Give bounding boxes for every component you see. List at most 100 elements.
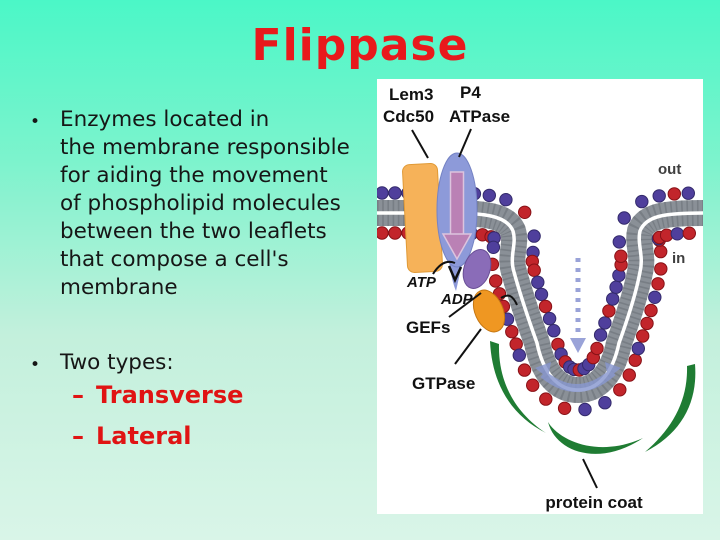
lipid-head-blue: [375, 186, 389, 200]
text-line: Enzymes located in: [60, 107, 270, 132]
lipid-head-red: [590, 341, 604, 356]
lipid-head-blue: [598, 396, 612, 410]
lipid-head-red: [526, 378, 540, 392]
lipid-head-blue: [527, 229, 541, 243]
lipid-head-blue: [499, 193, 513, 207]
text-line: of phospholipid molecules: [60, 191, 341, 216]
text-line: the membrane responsible: [60, 135, 350, 160]
lipid-head-red: [613, 383, 627, 397]
text-line: between the two leaflets: [60, 219, 327, 244]
bullet-marker: •: [30, 112, 41, 132]
bullet-2-text: Two types:: [60, 350, 174, 375]
lipid-head-red: [654, 262, 668, 276]
sub-bullet-transverse: –Transverse: [72, 381, 243, 409]
lipid-head-blue: [388, 186, 402, 200]
lipid-head-red: [489, 274, 503, 288]
lipid-head-red: [622, 368, 636, 382]
lipid-head-blue: [631, 341, 645, 356]
label-cdc50: Cdc50: [383, 107, 434, 126]
lipid-head-red: [602, 304, 616, 318]
lipid-head-blue: [593, 328, 608, 342]
lipid-head-red: [682, 226, 696, 240]
lipid-head-blue: [531, 275, 545, 289]
protein-coat-pointer-line: [582, 458, 598, 489]
dash-marker: –: [72, 381, 84, 409]
label-lem3: Lem3: [389, 85, 433, 104]
gef-blob: [472, 289, 506, 333]
sub-bullet-lateral: –Lateral: [72, 422, 243, 450]
lipid-head-red: [375, 226, 389, 240]
lipid-head-red: [654, 244, 668, 259]
lipid-head-blue: [542, 311, 557, 326]
bullet-1-text: Enzymes located in the membrane responsib…: [60, 106, 372, 302]
lipid-head-blue: [670, 227, 684, 241]
label-in: in: [672, 250, 685, 267]
lipid-head-blue: [598, 316, 612, 330]
flip-down-arrow: [441, 171, 473, 261]
lipid-head-red: [667, 187, 681, 201]
lipid-head-blue: [635, 194, 649, 209]
flippase-membrane-diagram: Lem3 Cdc50 P4 ATPase out in ATP ADP GEFs…: [375, 83, 704, 512]
lipid-head-red: [505, 325, 519, 339]
label-atpase: ATPase: [449, 107, 510, 126]
lipid-head-blue: [534, 287, 549, 302]
text-line: for aiding the movement: [60, 163, 328, 188]
lipid-head-blue: [617, 211, 631, 225]
gtpase-pointer-line: [454, 328, 482, 365]
lipid-head-blue: [652, 189, 666, 203]
lipid-head-red: [640, 316, 654, 331]
lipid-head-red: [614, 249, 628, 263]
lipid-head-blue: [648, 290, 662, 304]
atp-adp-arc: [432, 260, 456, 275]
gefs-pointer-line: [448, 292, 482, 318]
atp-adp-arrowhead: [447, 265, 463, 284]
lipid-head-blue: [578, 402, 592, 417]
lipid-head-blue: [681, 186, 695, 200]
budding-direction-arrow: [570, 258, 586, 353]
label-out: out: [658, 161, 681, 178]
text-line: that compose a cell's: [60, 247, 289, 272]
lipid-head-red: [388, 226, 402, 240]
coat-crescent-left: [490, 341, 546, 433]
lipid-head-red: [628, 353, 642, 367]
lipid-head-red: [651, 277, 665, 291]
lipid-head-red: [538, 299, 553, 314]
lipid-head-red: [517, 363, 532, 377]
lipid-head-red: [636, 329, 650, 343]
lipid-head-blue: [609, 280, 623, 294]
lipid-flip-arrow: [535, 362, 621, 392]
lipid-head-red: [509, 337, 523, 351]
label-p4: P4: [460, 83, 481, 102]
sub-bullet-list: –Transverse –Lateral: [72, 381, 243, 463]
membrane-diagram-panel: Lem3 Cdc50 P4 ATPase out in ATP ADP GEFs…: [375, 79, 704, 514]
lipid-head-blue: [482, 188, 496, 203]
lipid-head-red: [644, 303, 658, 318]
gtpase-blob: [462, 249, 492, 289]
lipid-head-blue: [486, 240, 501, 255]
text-line: membrane: [60, 275, 178, 300]
bullet-marker: •: [30, 355, 41, 375]
page-title: Flippase: [251, 20, 469, 71]
dash-marker: –: [72, 422, 84, 450]
protein-coat-crescents: [490, 341, 696, 454]
lipid-head-red: [539, 392, 553, 406]
cdc50-pointer-line: [411, 129, 429, 159]
label-gtpase: GTPase: [412, 374, 475, 393]
atpase-pointer-line: [458, 128, 472, 158]
p4-atpase-protein: [436, 152, 478, 291]
label-adp: ADP: [440, 291, 474, 308]
coat-crescent-right: [645, 364, 696, 452]
label-protein-coat: protein coat: [545, 493, 643, 512]
lipid-head-blue: [606, 292, 620, 306]
lipid-head-red: [557, 401, 572, 415]
label-atp: ATP: [406, 274, 437, 291]
coat-crescent-middle: [548, 422, 643, 454]
sub-bullet-label: Transverse: [96, 381, 244, 409]
gef-membrane-hook: [500, 294, 518, 306]
lipid-head-blue: [612, 235, 626, 249]
lipid-head-blue: [547, 324, 561, 338]
lipid-head-red: [527, 263, 541, 277]
lipid-head-red: [518, 205, 532, 220]
lipid-head-blue: [512, 348, 526, 362]
sub-bullet-label: Lateral: [96, 422, 192, 450]
